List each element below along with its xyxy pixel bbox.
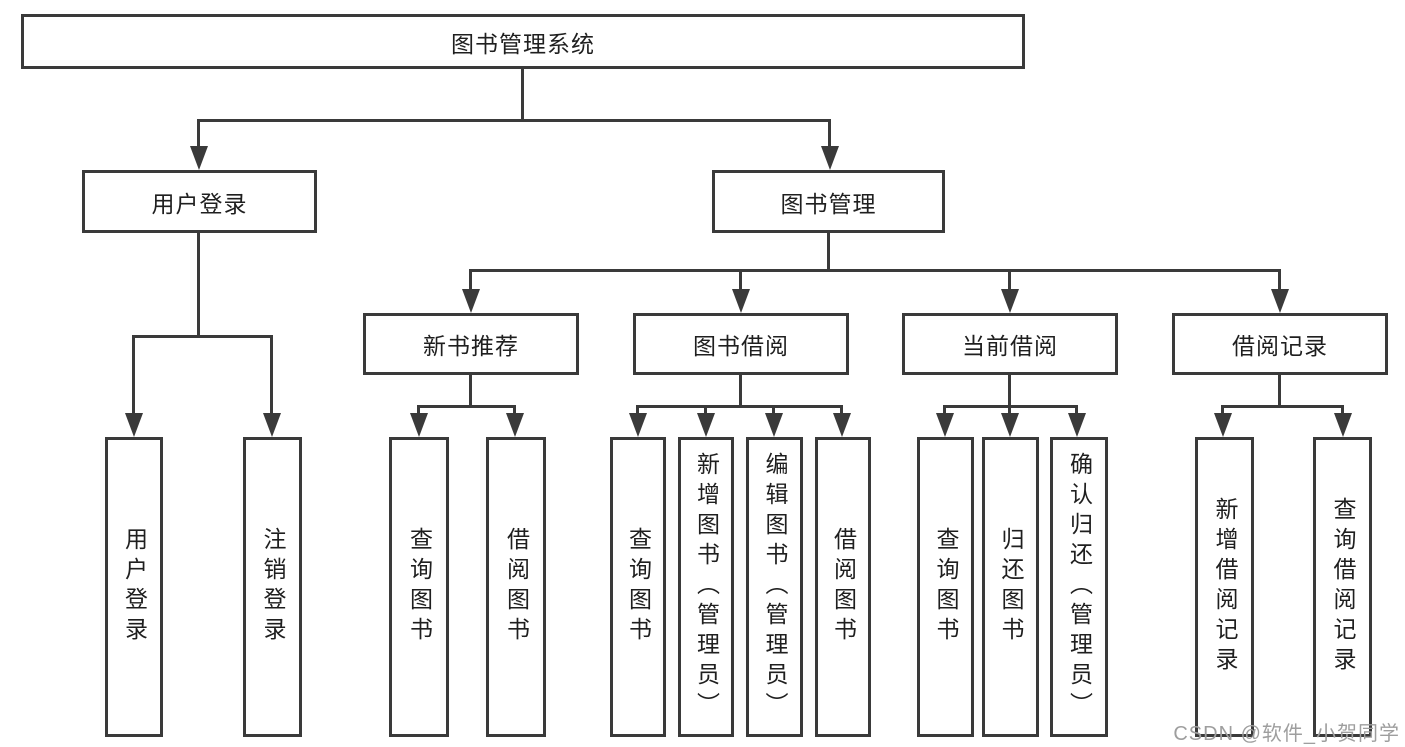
- connector-line: [828, 119, 831, 151]
- node-label: 借阅图书: [830, 527, 857, 647]
- node-label: 借阅图书: [503, 527, 530, 647]
- csdn-watermark: CSDN @软件_小贺同学: [1173, 723, 1400, 745]
- connector-line: [521, 69, 524, 120]
- arrowhead-icon: [765, 413, 783, 437]
- connector-line: [197, 233, 200, 336]
- node-label: 查询图书: [625, 527, 652, 647]
- connector-line: [513, 405, 516, 417]
- node-label: 借阅记录: [1232, 333, 1328, 359]
- connector-line: [636, 405, 639, 417]
- arrowhead-icon: [1214, 413, 1232, 437]
- connector-line: [1221, 405, 1224, 417]
- connector-line: [827, 233, 830, 271]
- node-book-borrow: 图书借阅: [633, 313, 849, 375]
- arrowhead-icon: [629, 413, 647, 437]
- leaf-query-books-borrow: 查询图书: [610, 437, 666, 737]
- node-new-book-recommend: 新书推荐: [363, 313, 579, 375]
- connector-line: [1008, 375, 1011, 407]
- arrowhead-icon: [833, 413, 851, 437]
- arrowhead-icon: [125, 413, 143, 437]
- connector-line: [1278, 375, 1281, 407]
- node-label: 编辑图书（管理员）: [762, 452, 788, 722]
- node-label: 当前借阅: [962, 333, 1058, 359]
- node-label: 确认归还（管理员）: [1066, 452, 1093, 722]
- connector-line: [417, 405, 420, 417]
- connector-line: [1075, 405, 1078, 417]
- arrowhead-icon: [697, 413, 715, 437]
- leaf-confirm-return-admin: 确认归还（管理员）: [1050, 437, 1108, 737]
- connector-line: [1008, 405, 1011, 417]
- node-label: 归还图书: [998, 527, 1024, 647]
- connector-line: [469, 375, 472, 407]
- connector-line: [469, 269, 472, 294]
- leaf-logout: 注销登录: [243, 437, 302, 737]
- node-label: 图书管理: [780, 190, 877, 217]
- arrowhead-icon: [462, 289, 480, 313]
- connector-line: [417, 405, 516, 408]
- arrowhead-icon: [263, 413, 281, 437]
- node-label: 查询借阅记录: [1330, 497, 1356, 677]
- connector-line: [197, 119, 831, 122]
- node-current-borrow: 当前借阅: [902, 313, 1118, 375]
- leaf-query-borrow-record: 查询借阅记录: [1313, 437, 1372, 737]
- leaf-add-borrow-record: 新增借阅记录: [1195, 437, 1254, 737]
- leaf-query-books-recommend: 查询图书: [389, 437, 449, 737]
- node-label: 用户登录: [151, 190, 248, 217]
- node-label: 图书管理系统: [451, 30, 595, 57]
- leaf-query-books-current: 查询图书: [917, 437, 974, 737]
- connector-line: [636, 405, 843, 408]
- node-user-login: 用户登录: [82, 170, 317, 233]
- connector-line: [739, 269, 742, 294]
- node-root-system: 图书管理系统: [21, 14, 1025, 69]
- node-label: 查询图书: [933, 527, 959, 647]
- node-label: 新增图书（管理员）: [693, 452, 720, 722]
- node-label: 查询图书: [406, 527, 433, 647]
- leaf-return-books: 归还图书: [982, 437, 1039, 737]
- node-book-management: 图书管理: [712, 170, 945, 233]
- arrowhead-icon: [732, 289, 750, 313]
- connector-line: [739, 375, 742, 407]
- connector-line: [197, 119, 200, 151]
- leaf-user-login: 用户登录: [105, 437, 163, 737]
- connector-line: [132, 335, 273, 338]
- connector-line: [1008, 269, 1011, 294]
- leaf-add-books-admin: 新增图书（管理员）: [678, 437, 734, 737]
- arrowhead-icon: [821, 146, 839, 170]
- arrowhead-icon: [410, 413, 428, 437]
- connector-line: [270, 335, 273, 417]
- leaf-borrow-books-recommend: 借阅图书: [486, 437, 546, 737]
- arrowhead-icon: [190, 146, 208, 170]
- node-label: 新增借阅记录: [1212, 497, 1238, 677]
- arrowhead-icon: [1334, 413, 1352, 437]
- node-borrow-records: 借阅记录: [1172, 313, 1388, 375]
- connector-line: [1341, 405, 1344, 417]
- arrowhead-icon: [936, 413, 954, 437]
- node-label: 新书推荐: [423, 333, 519, 359]
- connector-line: [1278, 269, 1281, 294]
- arrowhead-icon: [1001, 413, 1019, 437]
- connector-line: [840, 405, 843, 417]
- arrowhead-icon: [506, 413, 524, 437]
- node-label: 注销登录: [260, 527, 286, 647]
- leaf-borrow-books: 借阅图书: [815, 437, 871, 737]
- connector-line: [469, 269, 1281, 272]
- connector-line: [704, 405, 707, 417]
- leaf-edit-books-admin: 编辑图书（管理员）: [746, 437, 803, 737]
- connector-line: [943, 405, 946, 417]
- connector-line: [1221, 405, 1344, 408]
- arrowhead-icon: [1068, 413, 1086, 437]
- node-label: 图书借阅: [693, 333, 789, 359]
- node-label: 用户登录: [121, 527, 148, 647]
- connector-line: [772, 405, 775, 417]
- arrowhead-icon: [1271, 289, 1289, 313]
- connector-line: [132, 335, 135, 417]
- arrowhead-icon: [1001, 289, 1019, 313]
